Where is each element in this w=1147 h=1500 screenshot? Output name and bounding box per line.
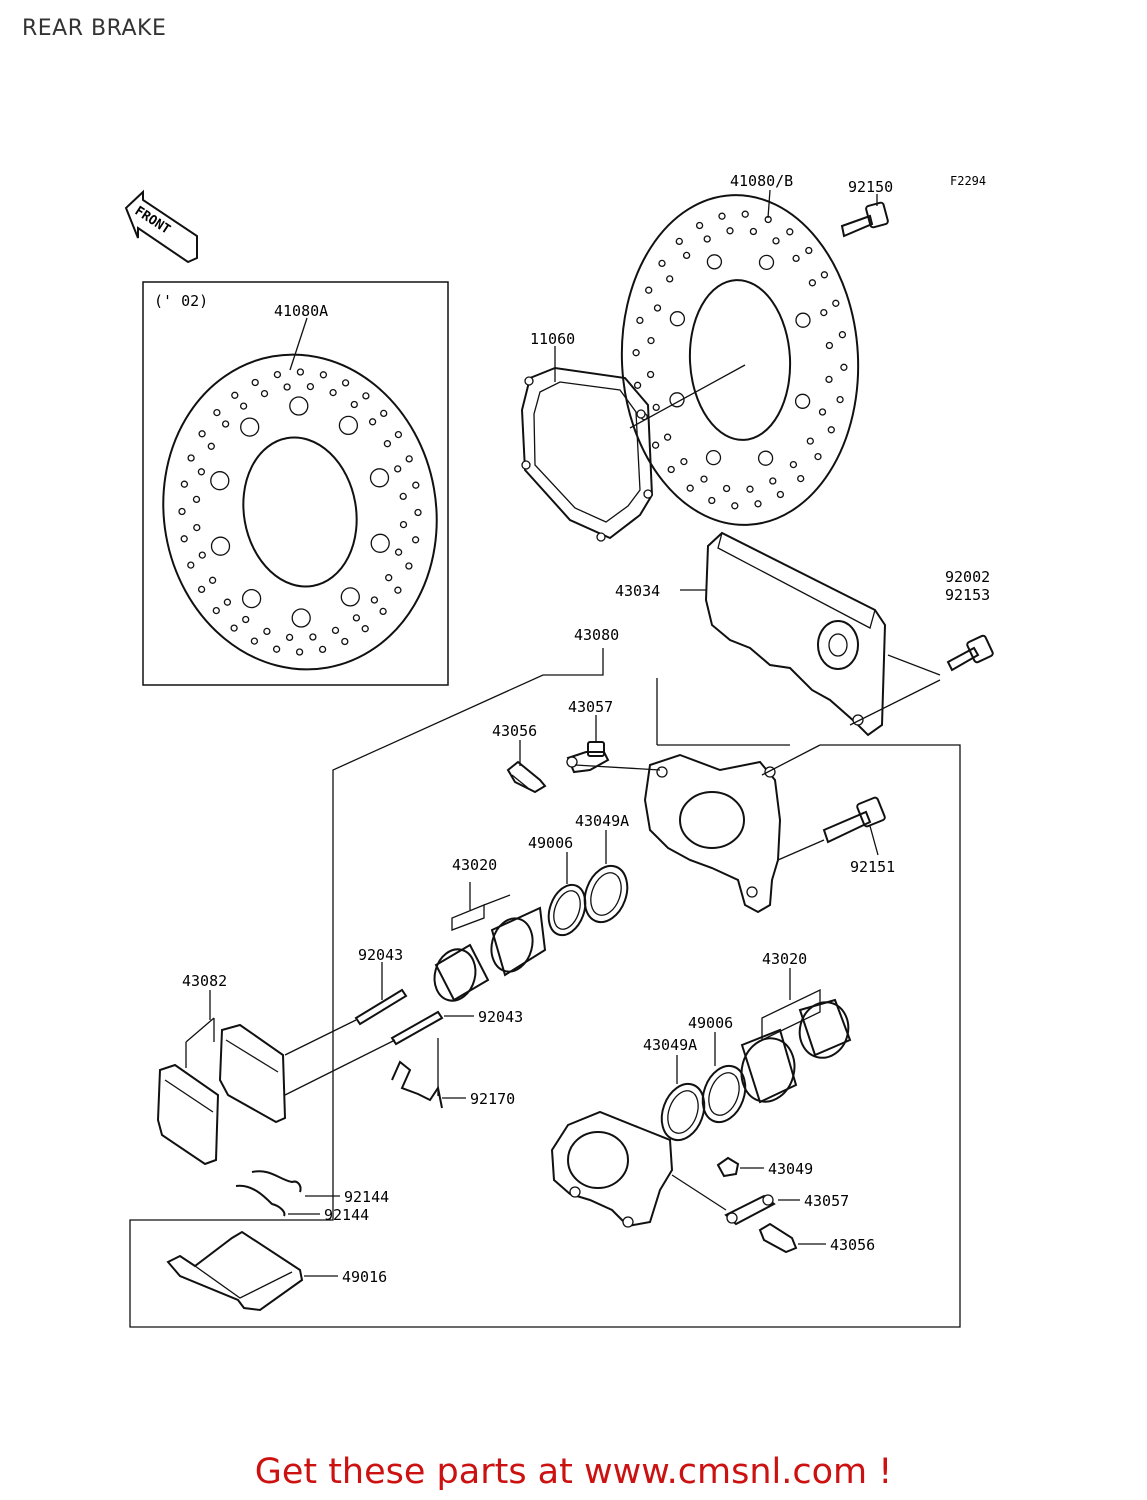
label-bleeder-lower: 43056 (830, 1236, 875, 1254)
caliper-body-lower (550, 1110, 674, 1228)
disc-bolt (840, 201, 889, 238)
bracket-bolt (946, 634, 994, 672)
label-bracket-bolt-b: 92153 (945, 586, 990, 604)
boot-lower (716, 1156, 740, 1178)
label-piston-upper: 43020 (452, 856, 497, 874)
pad-pin-1 (354, 988, 408, 1026)
bleeder-cap-upper (566, 741, 610, 774)
label-boot-lower: 43049 (768, 1160, 813, 1178)
label-seal-piston-lower: 49006 (688, 1014, 733, 1032)
brake-disc-main (620, 194, 860, 526)
pad-shim (166, 1230, 304, 1312)
label-caliper-bolt: 92151 (850, 858, 895, 876)
retaining-clip-2 (235, 1184, 286, 1217)
label-seal-dust-upper: 43049A (575, 812, 629, 830)
label-pad-spring: 92170 (470, 1090, 515, 1108)
label-disc-main: 41080/B (730, 172, 793, 190)
hub-gasket (520, 366, 654, 542)
bleeder-cap-lower (724, 1194, 776, 1226)
brake-pad-outer (156, 1063, 220, 1166)
label-gasket: 11060 (530, 330, 575, 348)
retaining-clip-1 (251, 1170, 302, 1193)
label-disc-inset: 41080A (274, 302, 328, 320)
brake-disc-inset (162, 353, 438, 671)
label-clip-1: 92144 (344, 1188, 389, 1206)
caliper-bolt (822, 796, 886, 844)
label-bleed-cap-lower: 43057 (804, 1192, 849, 1210)
piston-upper-b (433, 943, 490, 1002)
label-caliper-bracket: 43034 (615, 582, 660, 600)
bleeder-screw-upper (506, 760, 547, 794)
brake-pad-inner (218, 1023, 287, 1124)
inset-note: (' 02) (154, 292, 208, 310)
piston-seal-lower (701, 1064, 747, 1124)
page-title: REAR BRAKE (22, 16, 167, 41)
dust-seal-lower (660, 1082, 706, 1142)
label-caliper-assy: 43080 (574, 626, 619, 644)
label-pads: 43082 (182, 972, 227, 990)
bleeder-screw-lower (758, 1222, 798, 1254)
piston-seal-upper (547, 883, 587, 937)
pad-spring (391, 1060, 443, 1109)
footer-link-text[interactable]: Get these parts at www.cmsnl.com ! (254, 1452, 893, 1492)
label-disc-bolt: 92150 (848, 178, 893, 196)
label-piston-lower: 43020 (762, 950, 807, 968)
caliper-body-upper (643, 753, 782, 914)
front-arrow-icon: FRONT (124, 189, 198, 264)
label-pad-pin-1: 92043 (358, 946, 403, 964)
label-bracket-bolt-a: 92002 (945, 568, 990, 586)
figure-code: F2294 (950, 174, 986, 188)
inset-box (142, 281, 449, 686)
label-clip-2: 92144 (324, 1206, 369, 1224)
pad-pin-2 (390, 1010, 444, 1046)
label-pad-shim: 49016 (342, 1268, 387, 1286)
label-seal-piston-upper: 49006 (528, 834, 573, 852)
label-pad-pin-2: 92043 (478, 1008, 523, 1026)
piston-upper-a (490, 906, 547, 977)
caliper-bracket (704, 531, 887, 737)
label-seal-dust-lower: 43049A (643, 1036, 697, 1054)
label-bleeder-upper: 43056 (492, 722, 537, 740)
caliper-assembly-outline (129, 648, 961, 1328)
dust-seal-upper (583, 864, 629, 924)
label-bleed-cap-upper: 43057 (568, 698, 613, 716)
piston-lower-a (798, 998, 852, 1059)
piston-lower-b (740, 1028, 798, 1104)
